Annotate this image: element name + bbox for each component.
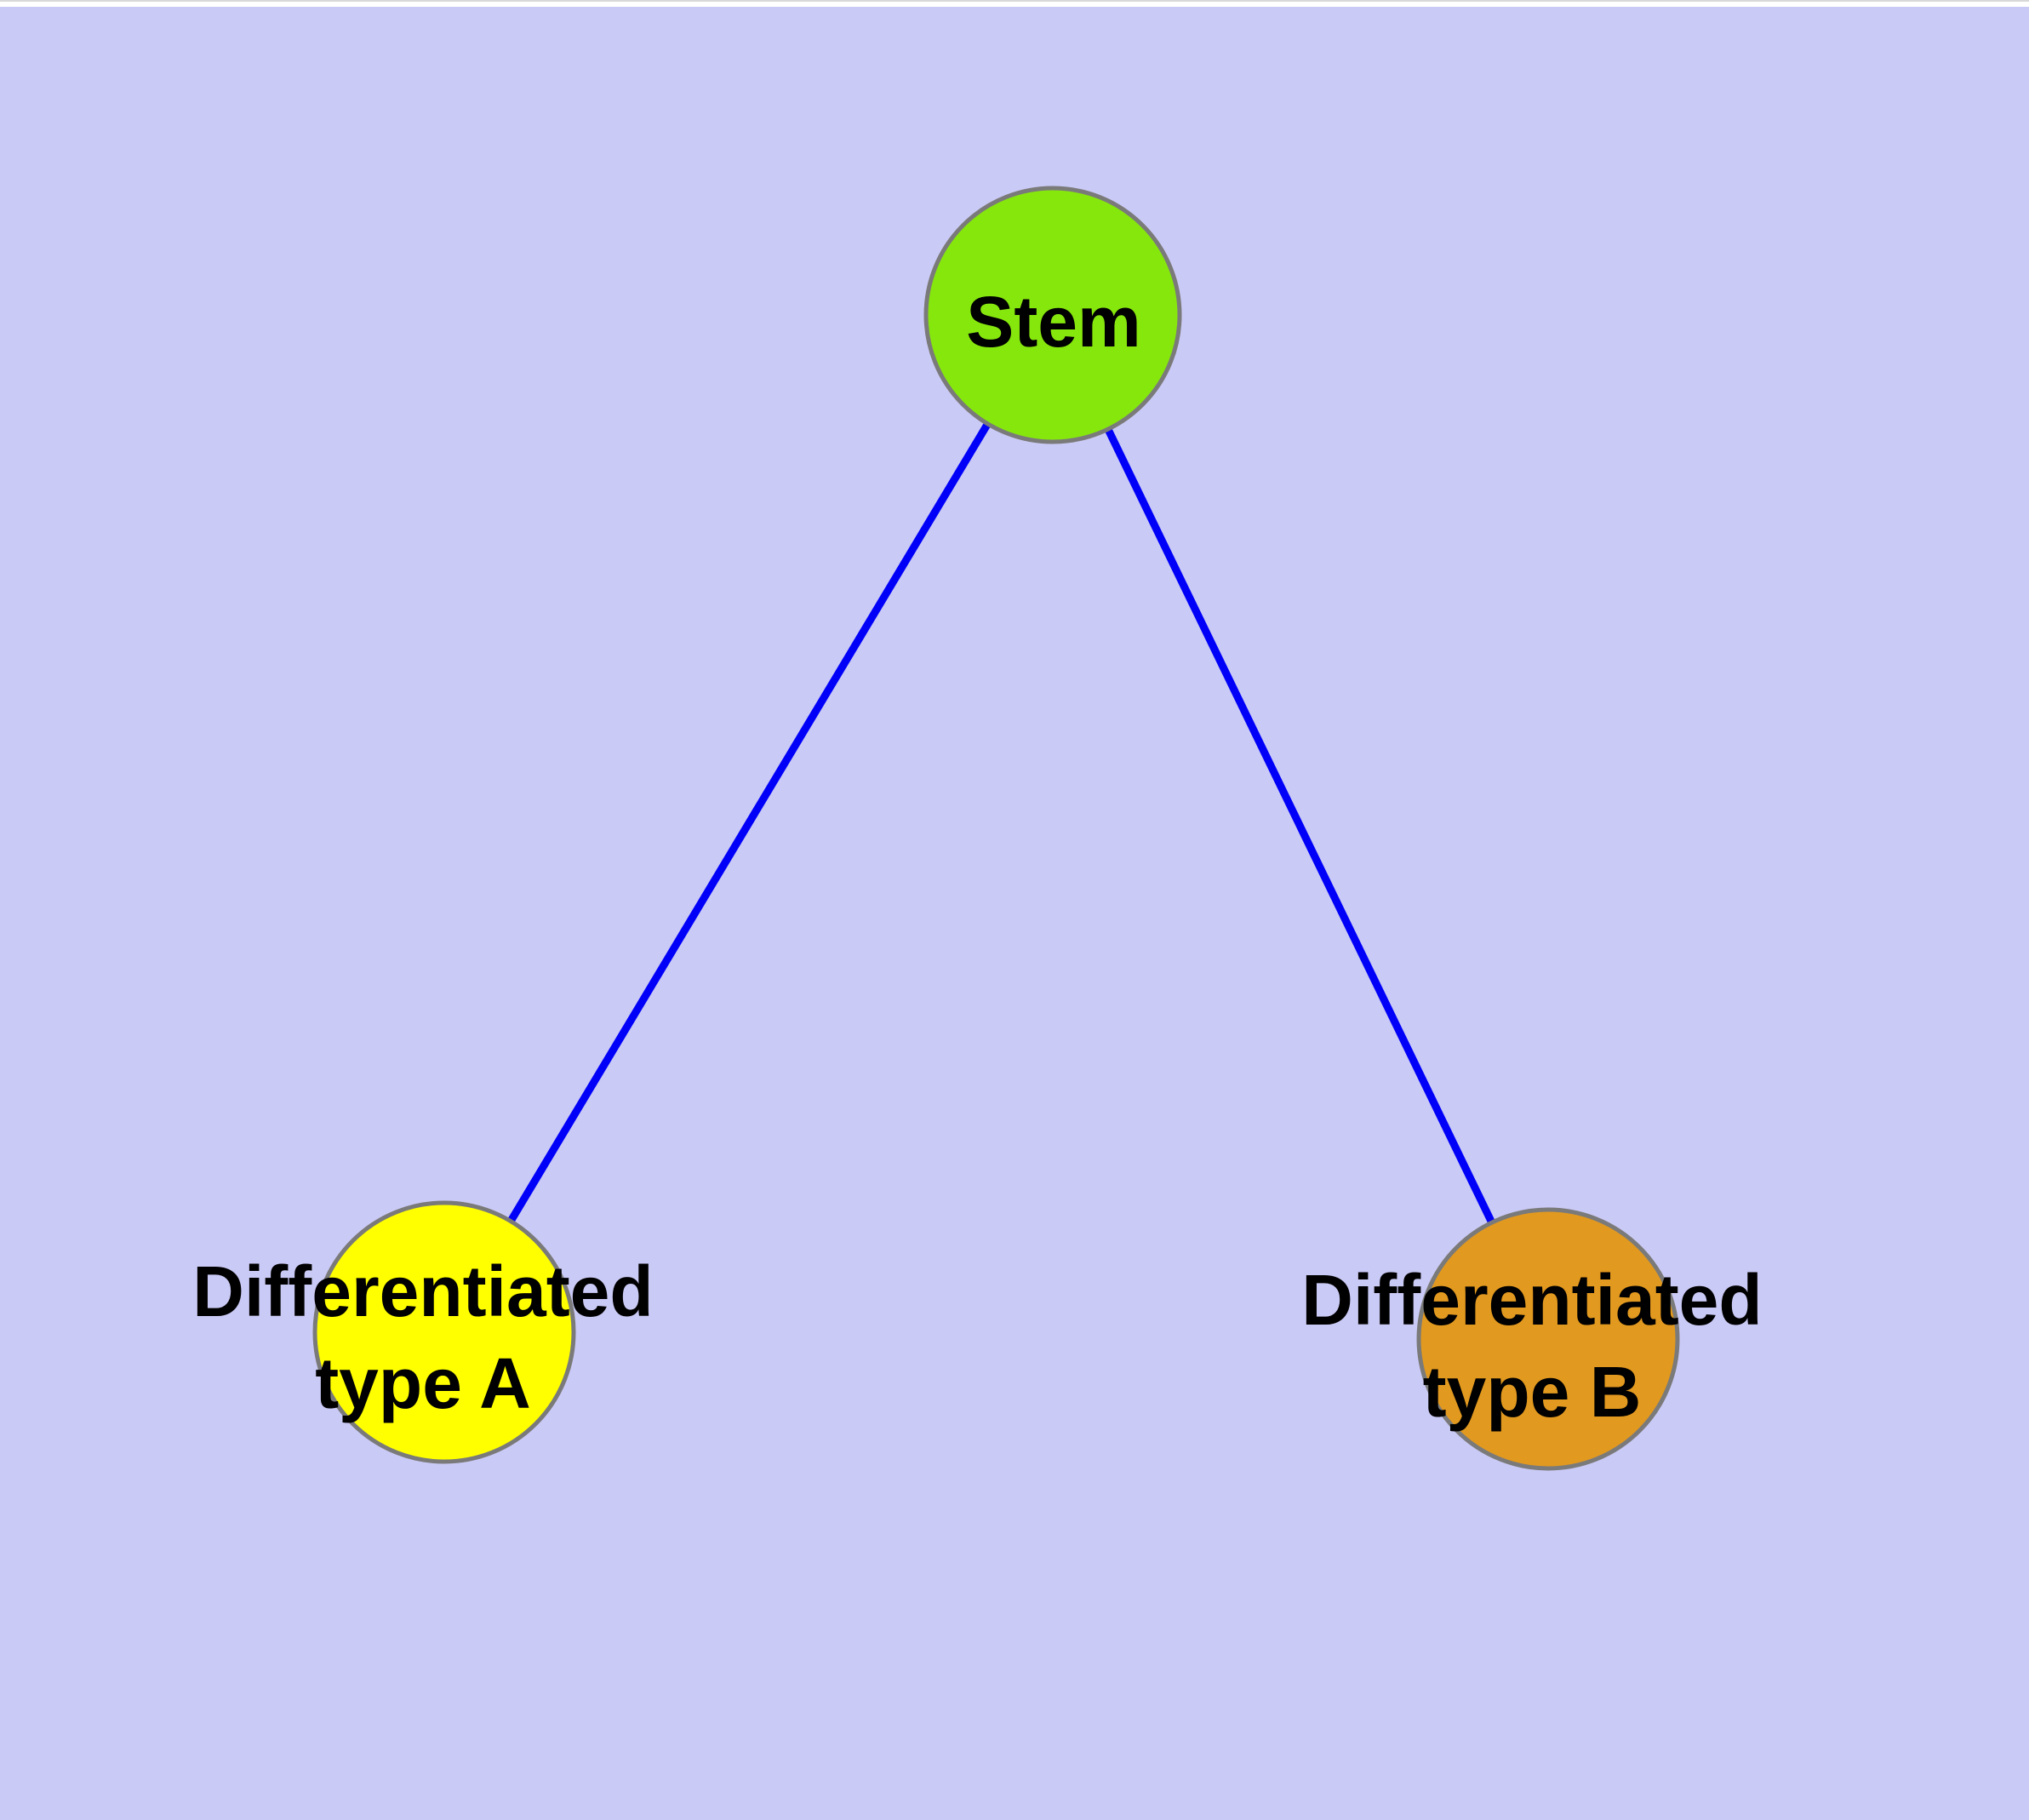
node-type-a-label-line2: type A <box>315 1343 531 1423</box>
edge-stem-to-type-a <box>441 312 1056 1335</box>
node-type-b-label-line2: type B <box>1423 1352 1642 1432</box>
node-stem <box>923 186 1182 444</box>
edge-stem-to-type-b <box>1049 313 1552 1341</box>
node-type-a-label-line1: Differentiated <box>192 1251 653 1331</box>
node-differentiated-type-a <box>312 1200 576 1464</box>
node-differentiated-type-b <box>1416 1207 1680 1471</box>
node-stem-label: Stem <box>966 282 1140 362</box>
node-type-b-label-line1: Differentiated <box>1301 1260 1762 1340</box>
